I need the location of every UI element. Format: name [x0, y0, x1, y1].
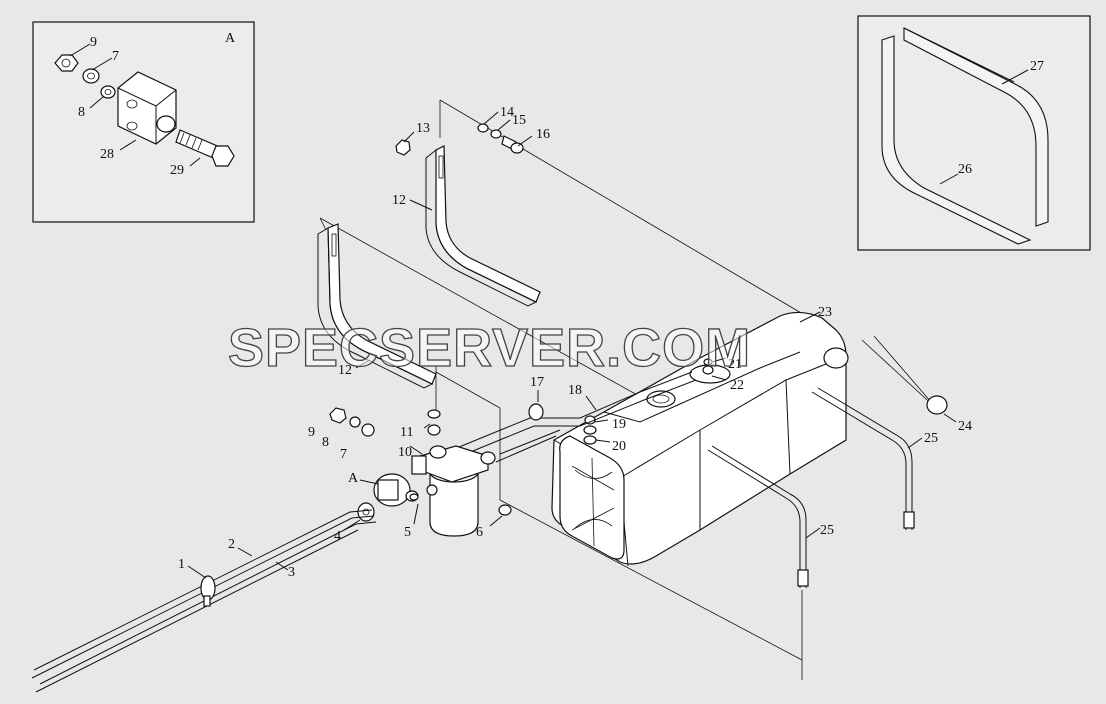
callout-label: 29: [170, 163, 184, 178]
callout-label: 10: [398, 445, 412, 460]
strap-part: [881, 35, 1032, 245]
nut-part: [329, 407, 347, 424]
callout-label: 23: [818, 305, 832, 320]
filler-cap-part: [823, 347, 849, 369]
callout-label: 27: [1030, 59, 1044, 74]
grommet-part: [528, 403, 544, 421]
callout-label: A: [348, 471, 359, 486]
callout-label: 8: [78, 105, 85, 120]
callout-label: 21: [728, 357, 742, 372]
filter-bowl-part: [429, 471, 479, 537]
callout-label: 5: [404, 525, 411, 540]
callout-label: 13: [416, 121, 430, 136]
washer-part: [82, 68, 100, 84]
callout-label: 24: [958, 419, 972, 434]
callout-label: 9: [90, 35, 97, 50]
inset-detail-label: A: [225, 31, 236, 46]
callout-label: 15: [512, 113, 526, 128]
callout-label: 7: [112, 49, 119, 64]
callout-label: 9: [308, 425, 315, 440]
callout-label: 11: [400, 425, 413, 440]
callout-label: 3: [288, 565, 295, 580]
callout-label: 14: [500, 105, 514, 120]
callout-label: 18: [568, 383, 582, 398]
callout-label: 26: [958, 162, 972, 177]
lock-washer-part: [100, 85, 116, 99]
callout-label: 28: [100, 147, 114, 162]
washer-part: [349, 416, 361, 428]
callout-label: 1: [178, 557, 185, 572]
callout-label: 8: [322, 435, 329, 450]
callout-label: 12: [338, 363, 352, 378]
fuel-tank-part: [551, 311, 847, 565]
callout-label: 7: [340, 447, 347, 462]
strap-part: [903, 27, 1049, 227]
callout-label: 6: [476, 525, 483, 540]
washer-part: [361, 423, 375, 437]
callout-label: 25: [924, 431, 938, 446]
callout-label: 4: [334, 529, 341, 544]
cap-part: [926, 395, 948, 415]
callout-label: 16: [536, 127, 550, 142]
callout-label: 22: [730, 378, 744, 393]
nut-part: [395, 139, 411, 156]
callout-label: 2: [228, 537, 235, 552]
fitting-part: [357, 502, 375, 522]
main-assembly: 13 14 15 16 12 12 23 21 22 17 18 19 20 1…: [31, 99, 972, 693]
fitting-part: [498, 504, 512, 516]
inset-detail-a: A 9 7 8 28 29: [32, 21, 255, 223]
inset-straps-frame: [857, 15, 1091, 251]
watermark-text: SPECSERVER.COM: [228, 318, 751, 378]
callout-label: 20: [612, 439, 626, 454]
washer-part: [477, 123, 489, 133]
nut-part: [54, 54, 79, 72]
washer-part: [490, 129, 502, 139]
callout-label: 12: [392, 193, 406, 208]
callout-label: 25: [820, 523, 834, 538]
callout-label: 17: [530, 375, 544, 390]
callout-label: 19: [612, 417, 626, 432]
inset-straps: 27 26: [857, 15, 1091, 251]
